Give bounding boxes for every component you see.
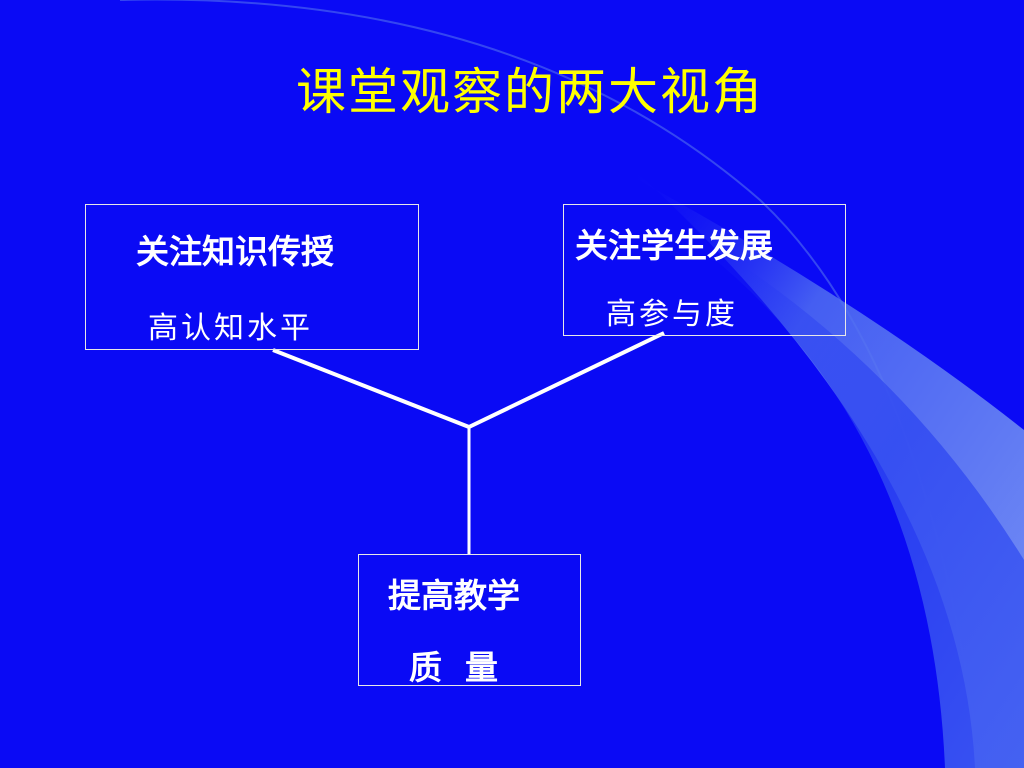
node-student-title: 关注学生发展 <box>575 226 773 265</box>
node-quality-box: 提高教学 质 量 <box>358 554 581 687</box>
node-student-box: 关注学生发展 高参与度 <box>563 204 846 336</box>
node-knowledge-box: 关注知识传授 高认知水平 <box>85 204 419 350</box>
node-knowledge-subtitle: 高认知水平 <box>148 311 313 346</box>
node-knowledge-title: 关注知识传授 <box>136 232 334 271</box>
node-quality-title: 提高教学 <box>388 576 520 615</box>
node-student-subtitle: 高参与度 <box>606 297 738 332</box>
connector-right-branch <box>468 331 665 429</box>
connector-left-branch <box>272 348 470 429</box>
slide-title: 课堂观察的两大视角 <box>296 63 764 121</box>
swoosh-dark-band <box>690 238 1024 768</box>
node-quality-subtitle: 质 量 <box>409 648 498 687</box>
